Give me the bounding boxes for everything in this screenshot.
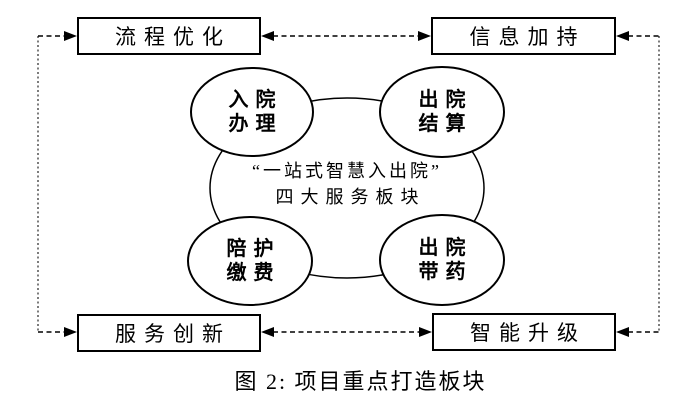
arrowhead-icon	[261, 327, 274, 337]
circle-label-admission: 入院 办理	[222, 88, 283, 136]
box-service-innovation: 服务创新	[77, 314, 261, 352]
box-intelligent-upgrade: 智能升级	[432, 313, 616, 351]
box-label: 智能升级	[470, 321, 586, 345]
arrowhead-icon	[616, 327, 629, 337]
arrowhead-icon	[64, 31, 77, 41]
center-title: “一站式智慧入出院” 四大服务板块	[252, 158, 442, 210]
circle-label-line: 办理	[228, 113, 283, 135]
circle-label-discharge-medication: 出院 带药	[412, 236, 473, 284]
center-title-line2: 四大服务板块	[275, 187, 426, 207]
circle-discharge-settlement	[379, 66, 505, 158]
center-title-line1: “一站式智慧入出院”	[252, 161, 442, 181]
arrowhead-icon	[419, 327, 432, 337]
box-information-support: 信息加持	[431, 17, 616, 55]
circle-label-line: 带药	[418, 261, 473, 283]
box-label: 流程优化	[115, 25, 231, 49]
box-label: 信息加持	[469, 25, 586, 49]
circle-admission	[190, 67, 314, 157]
circle-label-line: 缴费	[226, 262, 281, 284]
arrowhead-icon	[64, 327, 77, 337]
arrowhead-icon	[418, 31, 431, 41]
circle-label-line: 出院	[418, 89, 473, 111]
box-process-optimization: 流程优化	[77, 17, 261, 55]
circle-label-discharge-settlement: 出院 结算	[412, 88, 473, 136]
circle-label-escort-payment: 陪护 缴费	[220, 237, 281, 285]
circle-escort-payment	[187, 216, 313, 306]
arrowhead-icon	[261, 31, 274, 41]
box-label: 服务创新	[115, 322, 231, 346]
circle-label-line: 陪护	[226, 238, 281, 260]
arrowhead-icon	[616, 31, 629, 41]
circle-label-line: 结算	[418, 113, 473, 135]
circle-label-line: 出院	[418, 237, 473, 259]
circle-discharge-medication	[379, 214, 505, 306]
figure-caption: 图 2: 项目重点打造板块	[234, 369, 487, 394]
circle-label-line: 入院	[228, 89, 283, 111]
